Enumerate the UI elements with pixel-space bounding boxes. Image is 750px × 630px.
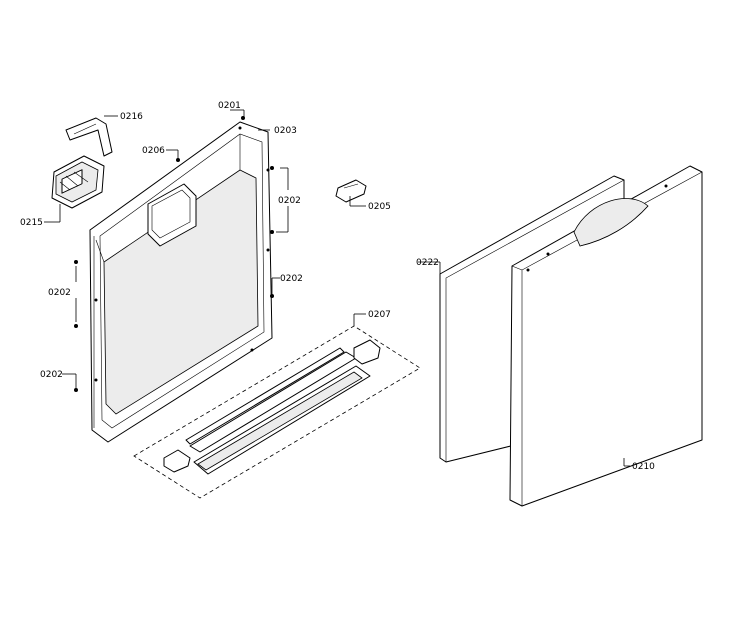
callout-0210: 0210	[632, 462, 655, 472]
outer-door-0210	[509, 165, 703, 507]
callout-0206: 0206	[142, 146, 165, 156]
leader-lines	[44, 109, 630, 467]
callout-0202-left-bottom: 0202	[40, 370, 63, 380]
screws-0202	[74, 166, 274, 392]
control-module	[51, 155, 105, 209]
inner-door-panel	[89, 121, 273, 443]
screw-0206	[176, 158, 180, 162]
callout-0201: 0201	[218, 101, 241, 111]
callout-0207: 0207	[368, 310, 391, 320]
bracket-part	[65, 117, 113, 157]
callout-0202-right-bottom: 0202	[280, 274, 303, 284]
hinge-kit	[133, 325, 421, 499]
callout-0202-left-top: 0202	[48, 288, 71, 298]
callout-0216: 0216	[120, 112, 143, 122]
callout-0203: 0203	[274, 126, 297, 136]
callout-0202-right-top: 0202	[278, 196, 301, 206]
clip-part	[335, 179, 367, 203]
callout-labels: 0201 0203 0216 0206 0215 0205 0202 0202 …	[20, 101, 655, 472]
callout-0205: 0205	[368, 202, 391, 212]
callout-0222: 0222	[416, 258, 439, 268]
callout-0215: 0215	[20, 218, 43, 228]
